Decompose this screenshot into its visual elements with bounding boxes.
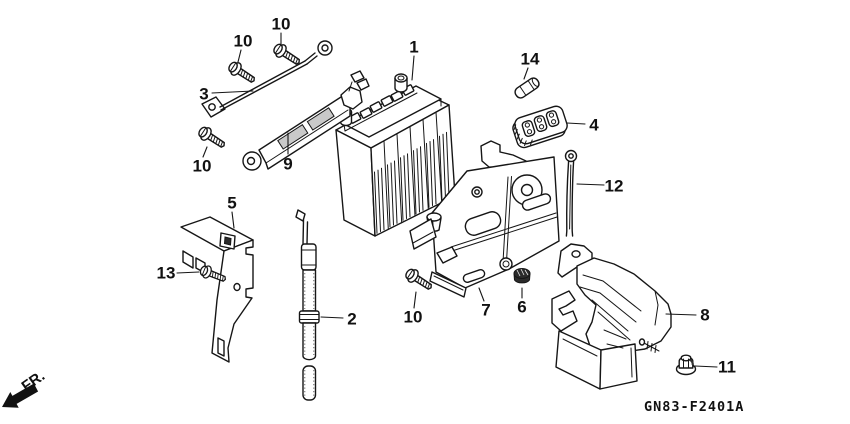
callout-10c: 10	[193, 146, 212, 176]
callout-1-label: 1	[409, 38, 418, 57]
callout-11-label: 11	[718, 358, 736, 377]
callout-10d-label: 10	[404, 308, 423, 327]
callout-4: 4	[566, 116, 599, 135]
callout-10a-label: 10	[234, 32, 253, 51]
callout-2: 2	[320, 310, 357, 329]
part-2-drain-tube	[295, 209, 320, 401]
callout-8: 8	[665, 306, 710, 325]
callout-10b: 10	[272, 15, 291, 45]
callout-14-label: 14	[521, 50, 540, 69]
callout-6-label: 6	[517, 298, 526, 317]
callout-11: 11	[694, 358, 736, 377]
callout-2-label: 2	[347, 310, 356, 329]
callout-5-label: 5	[227, 194, 236, 213]
callout-7: 7	[478, 287, 491, 320]
callout-1: 1	[409, 38, 419, 81]
part-9-battery-band	[242, 70, 370, 171]
callout-13-label: 13	[157, 264, 176, 283]
callout-12: 12	[576, 177, 624, 196]
part-10-flange-bolt-a	[225, 58, 259, 88]
callout-5: 5	[227, 194, 237, 229]
callout-13: 13	[157, 264, 200, 283]
callout-4-label: 4	[589, 116, 599, 135]
part-4-fuse-holder	[512, 105, 568, 149]
part-12-setting-pin	[564, 149, 578, 237]
callout-8-label: 8	[700, 306, 709, 325]
front-direction-marker: FR.	[2, 367, 48, 408]
part-10-flange-bolt-c	[195, 123, 229, 153]
part-14-fuse	[514, 77, 540, 99]
part-5-side-bracket	[180, 216, 254, 363]
callout-9-label: 9	[283, 155, 292, 174]
callout-6: 6	[517, 287, 527, 317]
callout-12-label: 12	[605, 177, 624, 196]
callout-3-label: 3	[199, 85, 208, 104]
callout-7-label: 7	[481, 301, 490, 320]
callout-3: 3	[199, 85, 254, 104]
callout-14: 14	[521, 50, 540, 80]
part-7-battery-bracket	[409, 140, 560, 298]
callout-10c-label: 10	[193, 157, 212, 176]
part-3-stay-rod	[201, 40, 333, 118]
part-11-flange-nut	[675, 354, 697, 376]
diagram-code: GN83-F2401A	[644, 399, 744, 415]
callout-10a: 10	[234, 32, 253, 63]
part-8-lower-bracket	[551, 243, 672, 390]
callout-10b-label: 10	[272, 15, 291, 34]
callouts: 1 2 3 4 5 6 7 8	[157, 15, 736, 377]
part-6-grommet	[513, 268, 531, 284]
part-1-battery	[335, 73, 456, 237]
callout-10d: 10	[404, 291, 423, 327]
front-arrow-icon	[2, 383, 39, 408]
callout-9: 9	[283, 132, 293, 174]
